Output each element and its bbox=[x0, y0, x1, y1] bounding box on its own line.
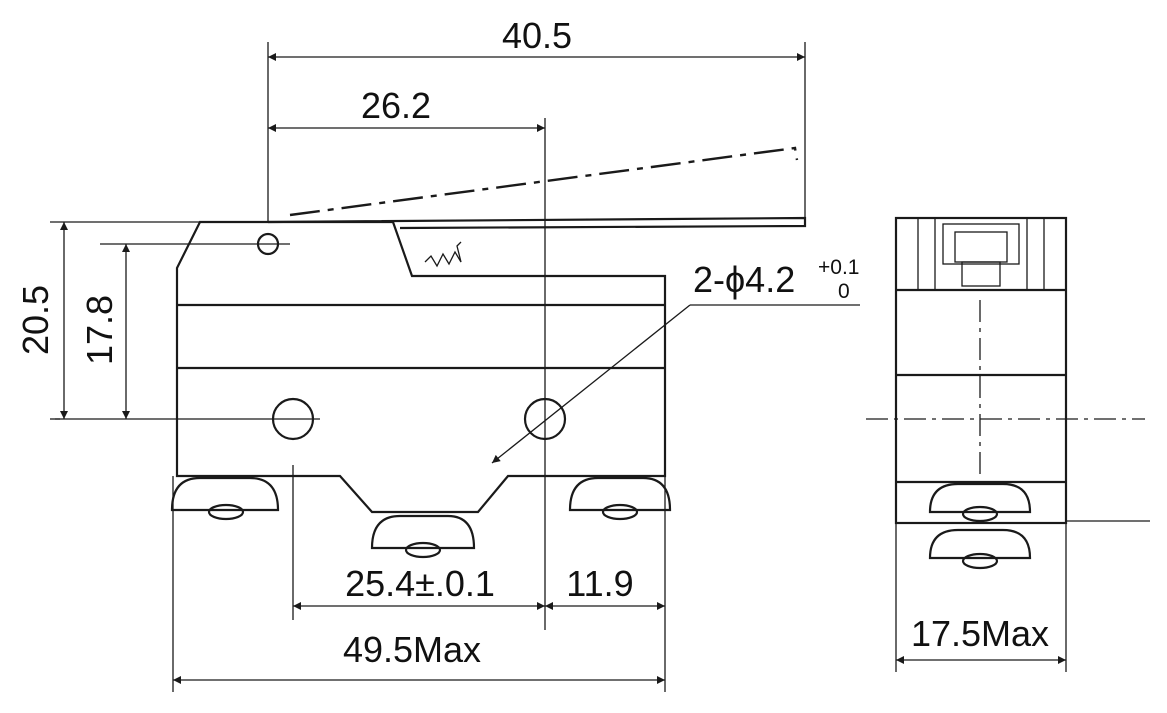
dimension-lines bbox=[50, 42, 860, 692]
side-view bbox=[866, 216, 1150, 672]
terminal-center bbox=[370, 514, 476, 559]
svg-text:0: 0 bbox=[838, 280, 850, 303]
front-view bbox=[55, 118, 807, 630]
dim-49-5-max: 49.5Max bbox=[343, 629, 481, 670]
dim-26-2: 26.2 bbox=[361, 85, 431, 126]
dim-17-5-max: 17.5Max bbox=[911, 613, 1049, 654]
side-terminal-lower bbox=[928, 528, 1032, 570]
terminal-right bbox=[568, 476, 672, 521]
dim-11-9: 11.9 bbox=[566, 563, 633, 604]
svg-text:+0.1: +0.1 bbox=[818, 256, 859, 279]
switch-body-outline bbox=[175, 220, 667, 514]
lever-operated-position bbox=[289, 146, 799, 217]
lever-spring bbox=[424, 241, 462, 268]
terminal-left bbox=[170, 476, 280, 521]
dim-17-8: 17.8 bbox=[79, 295, 120, 365]
plunger-detail bbox=[917, 217, 1045, 291]
side-terminal-upper bbox=[928, 482, 1032, 523]
dim-25-4: 25.4±.0.1 bbox=[345, 563, 495, 604]
svg-text:2-ϕ4.2: 2-ϕ4.2 bbox=[693, 259, 795, 300]
dim-40-5: 40.5 bbox=[502, 15, 572, 56]
hole-spec-label: 2-ϕ4.2 +0.1 0 bbox=[693, 256, 859, 303]
dim-20-5: 20.5 bbox=[15, 285, 56, 355]
lever-arm bbox=[267, 216, 807, 230]
